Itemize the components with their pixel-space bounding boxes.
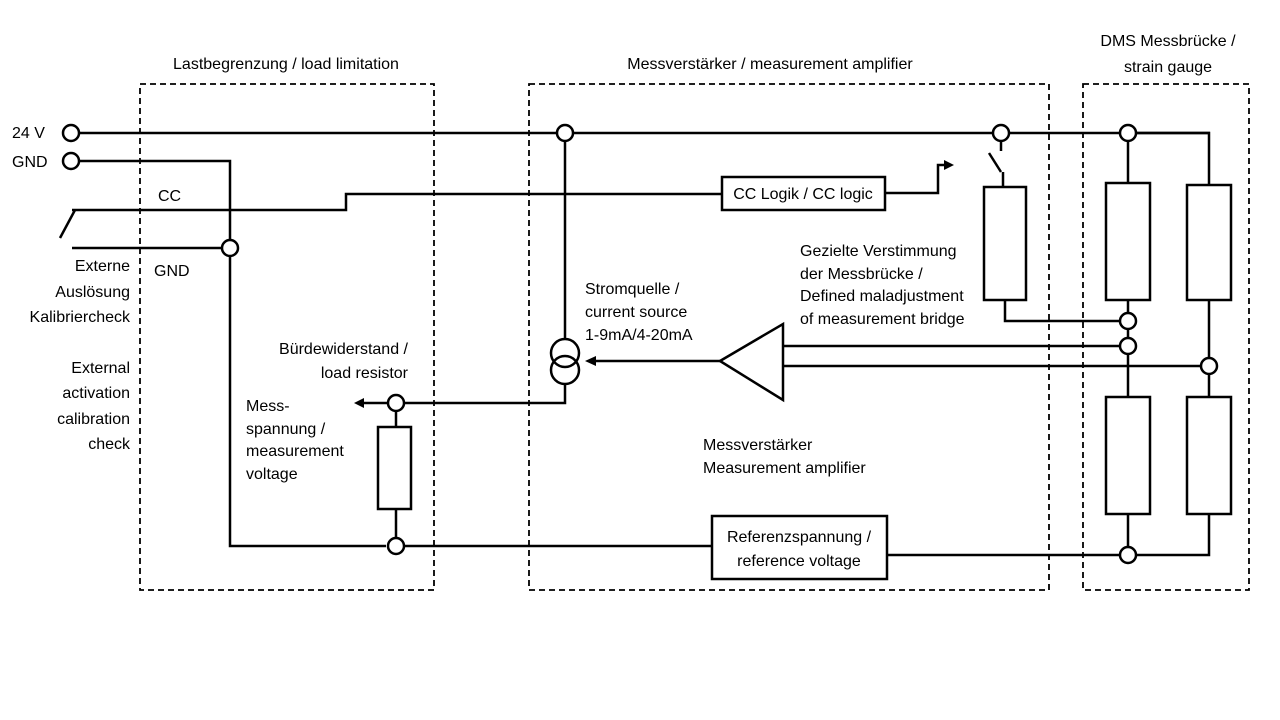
- bridge-top-node: [1118, 123, 1138, 143]
- bridge-bottom-node: [1118, 545, 1138, 565]
- svg-text:1-9mA/4-20mA: 1-9mA/4-20mA: [585, 327, 693, 344]
- svg-text:load resistor: load resistor: [321, 365, 409, 382]
- svg-text:Measurement amplifier: Measurement amplifier: [703, 460, 866, 477]
- strain-gauge-resistor-top-right: [1185, 183, 1233, 302]
- amplifier-title: Messverstärker / measurement amplifier: [627, 56, 913, 73]
- strain-gauge-resistor-bottom-right: [1185, 395, 1233, 516]
- reference-voltage-line2: reference voltage: [737, 553, 861, 570]
- burden-top-node: [386, 393, 406, 413]
- svg-text:Gezielte Verstimmung: Gezielte Verstimmung: [800, 243, 957, 260]
- amplifier-label: Messverstärker Measurement amplifier: [703, 437, 866, 477]
- maladjustment-node: [1118, 311, 1138, 331]
- cc-logic-box: [720, 175, 887, 212]
- bridge-left-mid-node: [1118, 336, 1138, 356]
- svg-text:check: check: [88, 436, 131, 453]
- gnd-wire-label: GND: [154, 263, 190, 280]
- burden-bottom-node: [386, 536, 406, 556]
- svg-text:Auslösung: Auslösung: [55, 284, 130, 301]
- svg-text:External: External: [71, 360, 130, 377]
- external-switch-blade: [58, 209, 77, 239]
- strain-gauge-resistor-top-left: [1104, 181, 1152, 302]
- amplifier-output-arrowhead: [585, 356, 596, 366]
- svg-text:of measurement bridge: of measurement bridge: [800, 311, 965, 328]
- gnd-junction-node: [220, 238, 240, 258]
- cc-logic-arrowhead: [944, 160, 954, 170]
- load-limitation-title: Lastbegrenzung / load limitation: [173, 56, 399, 73]
- terminal-gnd-label: GND: [12, 154, 48, 171]
- strain-gauge-section: [1082, 83, 1250, 591]
- bridge-right-bottom-lead: [1137, 514, 1211, 557]
- svg-text:Externe: Externe: [75, 258, 130, 275]
- svg-text:spannung /: spannung /: [246, 421, 326, 438]
- bridge-right-mid-node: [1199, 356, 1219, 376]
- current-source-output-wire: [405, 384, 567, 405]
- gnd-wire: [80, 159, 386, 548]
- svg-text:measurement: measurement: [246, 443, 344, 460]
- burden-resistor: [376, 425, 413, 511]
- amplifier-supply-node: [555, 123, 575, 143]
- svg-text:Bürdewiderstand /: Bürdewiderstand /: [279, 341, 409, 358]
- bridge-right-top-lead: [1137, 131, 1211, 185]
- svg-text:calibration: calibration: [57, 411, 130, 428]
- svg-text:Stromquelle /: Stromquelle /: [585, 281, 680, 298]
- calibration-switch-blade: [987, 152, 1003, 173]
- svg-text:current source: current source: [585, 304, 687, 321]
- measurement-voltage-label: Mess- spannung / measurement voltage: [246, 398, 344, 483]
- current-source-symbol-bottom: [549, 354, 581, 386]
- terminal-24v-label: 24 V: [12, 125, 45, 142]
- cc-wire-label: CC: [158, 188, 181, 205]
- strain-gauge-title-line2: strain gauge: [1124, 59, 1212, 76]
- terminal-24v: [61, 123, 81, 143]
- amplifier-triangle: [717, 321, 785, 403]
- maladjustment-label: Gezielte Verstimmung der Messbrücke / De…: [800, 243, 965, 328]
- svg-text:voltage: voltage: [246, 466, 298, 483]
- reference-voltage-line1: Referenzspannung /: [727, 529, 872, 546]
- cc-logic-output-wire: [885, 163, 946, 195]
- current-source-symbol-top: [549, 337, 581, 369]
- burden-resistor-label: Bürdewiderstand / load resistor: [279, 341, 409, 382]
- maladjustment-output-wire: [1003, 300, 1119, 323]
- current-source-label: Stromquelle / current source 1-9mA/4-20m…: [585, 281, 693, 344]
- svg-text:activation: activation: [62, 385, 130, 402]
- cc-logic-label: CC Logik / CC logic: [733, 186, 873, 203]
- terminal-gnd: [61, 151, 81, 171]
- reference-voltage-box: [710, 514, 889, 581]
- cc-wire: [72, 192, 722, 212]
- calibration-switch-node: [991, 123, 1011, 143]
- svg-text:Kalibriercheck: Kalibriercheck: [30, 309, 131, 326]
- maladjustment-resistor: [982, 185, 1028, 302]
- svg-text:Mess-: Mess-: [246, 398, 290, 415]
- strain-gauge-title-line1: DMS Messbrücke /: [1100, 33, 1236, 50]
- measurement-voltage-arrowhead: [354, 398, 364, 408]
- amplifier-section: [528, 83, 1050, 591]
- svg-text:Messverstärker: Messverstärker: [703, 437, 813, 454]
- strain-gauge-resistor-bottom-left: [1104, 395, 1152, 516]
- external-activation-label: Externe Auslösung Kalibriercheck Externa…: [30, 258, 131, 453]
- svg-text:der Messbrücke /: der Messbrücke /: [800, 266, 923, 283]
- svg-text:Defined maladjustment: Defined maladjustment: [800, 288, 964, 305]
